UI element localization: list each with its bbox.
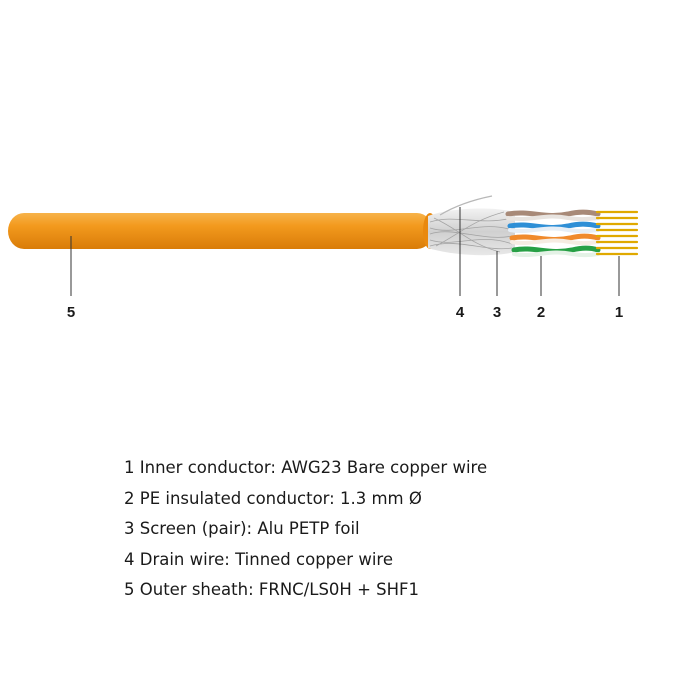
drain-wire (439, 195, 493, 216)
pair-orange (509, 233, 601, 246)
pair-brown (505, 209, 601, 222)
callout-number-5: 5 (66, 304, 76, 321)
outer-sheath (8, 213, 437, 249)
twisted-pairs (505, 209, 601, 258)
legend-item-inner-conductor: 1 Inner conductor: AWG23 Bare copper wir… (124, 458, 488, 477)
component-legend: 1 Inner conductor: AWG23 Bare copper wir… (124, 455, 487, 608)
inner-conductors (595, 210, 639, 256)
legend-item-outer-sheath: 5 Outer sheath: FRNC/LS0H + SHF1 (124, 580, 420, 599)
callout-number-4: 4 (455, 304, 465, 321)
pair-green (511, 245, 601, 258)
callout-number-2: 2 (536, 304, 546, 321)
foil-screen (428, 208, 515, 256)
callout-number-3: 3 (492, 304, 502, 321)
pair-blue (507, 221, 601, 234)
leader-lines (70, 207, 620, 296)
callout-number-1: 1 (614, 304, 624, 321)
legend-item-insulated-conductor: 2 PE insulated conductor: 1.3 mm Ø (124, 488, 422, 508)
legend-item-screen: 3 Screen (pair): Alu PETP foil (124, 519, 360, 538)
legend-item-drain-wire: 4 Drain wire: Tinned copper wire (124, 549, 393, 569)
